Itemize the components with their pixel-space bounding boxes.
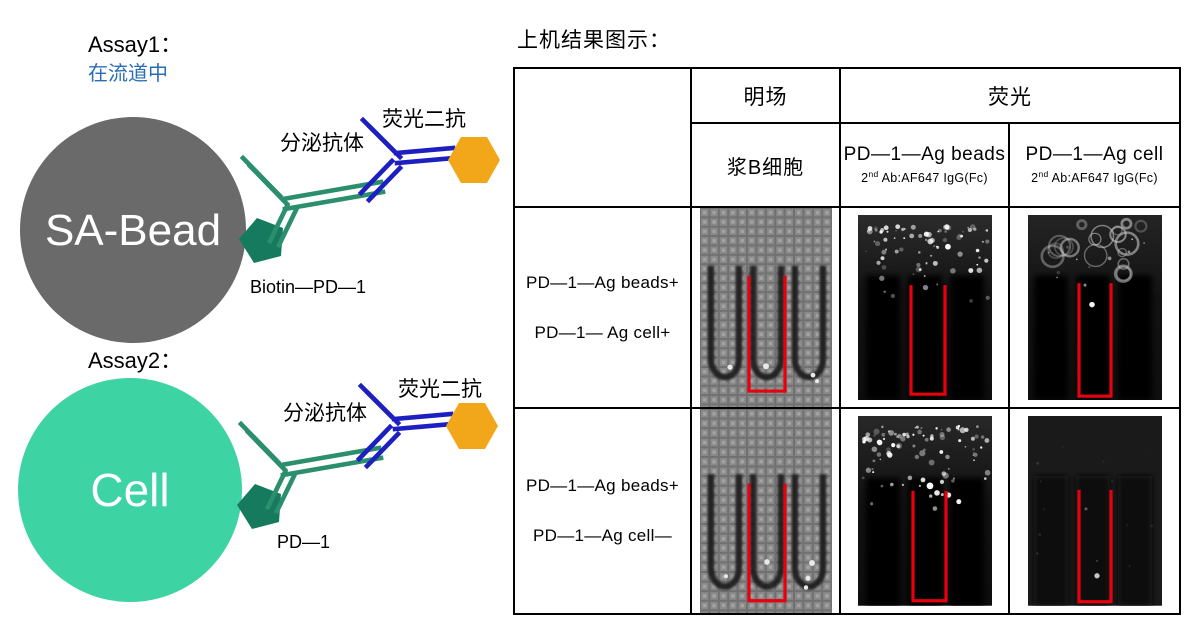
row2-cell-fluorescence-cell: [1008, 407, 1179, 613]
row1-beads-fluorescence-cell: [839, 206, 1008, 407]
assay2-secreted-ab-label: 分泌抗体: [283, 402, 367, 425]
highlight-red-outline: [1076, 490, 1113, 604]
subheader-cell-line1: PD—1—Ag cell: [1025, 144, 1164, 166]
subheader-cell-line2: 2nd Ab:AF647 IgG(Fc): [1031, 169, 1158, 185]
row2-brightfield-micrograph: [699, 409, 832, 613]
row1-label: PD—1—Ag beads+ PD—1— Ag cell+: [515, 206, 690, 407]
cell-sup-base: 2: [1031, 171, 1039, 186]
row2-label-line1: PD—1—Ag beads+: [525, 476, 680, 495]
fluorescent-cell-rings: [1039, 217, 1148, 283]
row1-cell-fluorescence-cell: [1008, 206, 1179, 407]
row1-beads-fluorescence-micrograph: [857, 214, 992, 401]
results-title: 上机结果图示：: [517, 29, 671, 52]
beads-sub-rest: Ab:AF647 IgG(Fc): [878, 171, 988, 186]
assay1-subtitle: 在流道中: [88, 62, 168, 85]
cells-in-channels: [723, 559, 815, 590]
fluorescent-bead-speckles: [864, 224, 990, 303]
header-brightfield: 明场: [690, 69, 839, 122]
cell-sup: nd: [1038, 169, 1049, 180]
cells-in-channels: [726, 363, 819, 384]
cell-circle: [18, 378, 242, 602]
header-fluorescence: 荧光: [839, 69, 1179, 122]
sa-bead-circle: [20, 117, 246, 343]
assay2-antigen-label: PD—1: [277, 532, 330, 552]
faint-cell-dot: [1093, 573, 1100, 579]
table-corner-cell: [515, 69, 690, 206]
assay2-secondary-ab-label: 荧光二抗: [398, 378, 482, 401]
highlight-red-outline: [746, 275, 787, 393]
cell-sub-rest: Ab:AF647 IgG(Fc): [1048, 171, 1158, 186]
dark-channel-columns: [1033, 476, 1152, 606]
row1-brightfield-cell: [690, 206, 839, 407]
assay1-secreted-ab-label: 分泌抗体: [280, 132, 364, 155]
row2-beads-fluorescence-cell: [839, 407, 1008, 613]
subheader-plasma-b-cell: 浆B细胞: [690, 122, 839, 206]
row2-beads-fluorescence-micrograph: [857, 416, 992, 606]
row2-cell-fluorescence-micrograph: [1027, 416, 1162, 606]
faint-cell-dot: [1084, 507, 1087, 511]
bright-cell-dot: [1088, 301, 1095, 308]
subheader-pd1-ag-beads: PD—1—Ag beads 2nd Ab:AF647 IgG(Fc): [839, 122, 1008, 206]
assay2-antibody-complex: [237, 386, 498, 529]
row1-label-line2: PD—1— Ag cell+: [534, 322, 671, 342]
bright-bead-cluster: [920, 477, 944, 496]
assay1-title: Assay1：: [88, 32, 182, 57]
assay-schematic-diagram: Assay1： 在流道中 SA-Bead 分泌抗体 荧光二抗 Biotin—PD…: [18, 32, 513, 602]
nanowell-channels: [707, 265, 826, 381]
dark-channel-columns: [865, 275, 984, 401]
sa-bead-label: SA-Bead: [45, 206, 221, 255]
row1-cell-fluorescence-micrograph: [1027, 214, 1162, 401]
assay1-antibody-complex: [239, 120, 500, 263]
fluorescent-bead-speckles: [861, 425, 990, 511]
assay2-title: Assay2：: [88, 348, 182, 373]
row2-brightfield-cell: [690, 407, 839, 613]
faint-cell-dot: [1083, 283, 1086, 287]
assay1-antigen-label: Biotin—PD—1: [250, 277, 366, 297]
row2-label: PD—1—Ag beads+ PD—1—Ag cell—: [515, 407, 690, 613]
assay1-secondary-ab-label: 荧光二抗: [382, 108, 466, 131]
beads-sup: nd: [868, 169, 879, 180]
highlight-red-outline: [1076, 283, 1113, 398]
row2-label-line2: PD—1—Ag cell—: [533, 526, 672, 545]
highlight-red-outline: [746, 483, 787, 603]
highlight-red-outline: [908, 285, 947, 396]
highlight-red-outline: [910, 491, 948, 603]
subheader-beads-line2: 2nd Ab:AF647 IgG(Fc): [861, 169, 988, 185]
results-panel: 上机结果图示： 明场 荧光 浆B细胞 PD—1—Ag beads 2nd Ab:…: [513, 0, 1193, 615]
dark-channel-columns: [1033, 275, 1152, 401]
dark-channel-columns: [865, 478, 984, 606]
beads-sup-base: 2: [861, 171, 869, 186]
cell-label: Cell: [90, 464, 169, 516]
subheader-beads-line1: PD—1—Ag beads: [843, 144, 1006, 166]
row1-brightfield-micrograph: [699, 208, 832, 407]
results-table: 明场 荧光 浆B细胞 PD—1—Ag beads 2nd Ab:AF647 Ig…: [513, 67, 1181, 615]
faint-speckles: [1047, 238, 1145, 279]
row1-label-line1: PD—1—Ag beads+: [525, 272, 680, 292]
nanowell-channels: [707, 474, 826, 590]
subheader-pd1-ag-cell: PD—1—Ag cell 2nd Ab:AF647 IgG(Fc): [1008, 122, 1179, 206]
